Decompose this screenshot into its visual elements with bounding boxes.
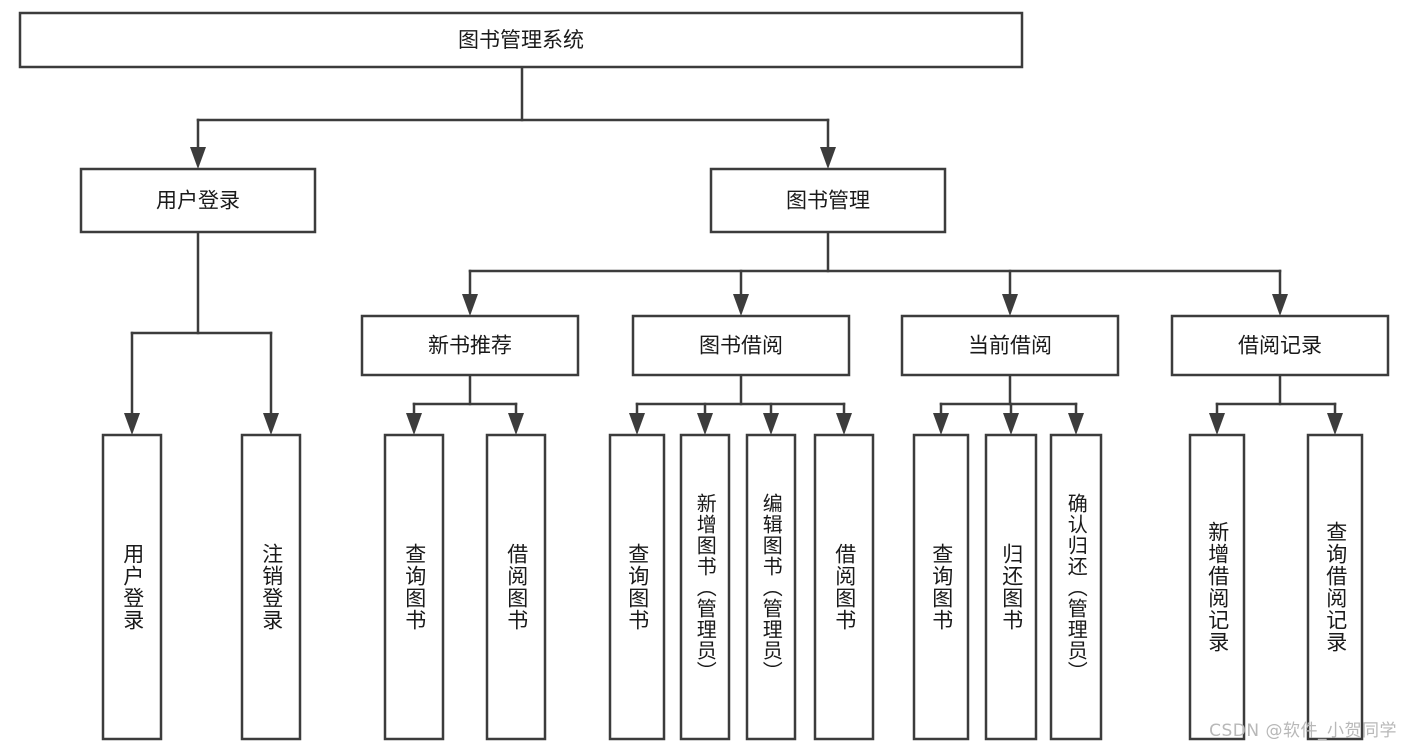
leaf-query-book-recommend-box — [383, 433, 445, 741]
leaf-query-book-recommend[interactable] — [383, 433, 445, 741]
leaf-user-login[interactable] — [101, 433, 163, 741]
leaf-edit-book-admin-box — [745, 433, 797, 741]
node-borrow-record-label: 借阅记录 — [1238, 334, 1322, 358]
leaf-query-borrow-record-box — [1306, 433, 1364, 741]
watermark-text: CSDN @软件_小贺同学 — [1209, 721, 1397, 741]
leaf-add-book-admin[interactable] — [679, 433, 731, 741]
edge-borrow-to-leaves — [629, 373, 852, 435]
node-book-management-box — [709, 167, 947, 234]
leaf-query-book-current-box — [912, 433, 970, 741]
node-user-login-label: 用户登录 — [156, 189, 240, 213]
leaf-return-book[interactable] — [984, 433, 1038, 741]
node-book-borrow-box — [631, 314, 851, 377]
node-book-management-label: 图书管理 — [786, 189, 870, 213]
node-new-book-recommend-box — [360, 314, 580, 377]
leaf-add-borrow-record-box — [1188, 433, 1246, 741]
node-current-borrow-label: 当前借阅 — [968, 334, 1052, 358]
node-current-borrow-box — [900, 314, 1120, 377]
node-root-system-label: 图书管理系统 — [458, 28, 584, 52]
edge-user-login-to-leaves — [124, 230, 279, 435]
edge-record-to-leaves — [1209, 373, 1343, 435]
node-book-borrow[interactable]: 图书借阅 — [631, 314, 851, 377]
leaf-query-book-borrow[interactable] — [608, 433, 666, 741]
leaf-logout[interactable] — [240, 433, 302, 741]
leaf-borrow-book-box — [813, 433, 875, 741]
node-borrow-record-box — [1170, 314, 1390, 377]
leaf-confirm-return-admin-box — [1049, 433, 1103, 741]
leaf-logout-box — [240, 433, 302, 741]
edge-current-to-leaves — [933, 373, 1084, 435]
edge-root-to-level2 — [190, 65, 836, 169]
leaf-add-borrow-record[interactable] — [1188, 433, 1246, 741]
edge-new-book-to-leaves — [406, 373, 524, 435]
edge-book-management-to-level3 — [462, 230, 1288, 316]
leaf-query-book-borrow-box — [608, 433, 666, 741]
node-user-login[interactable]: 用户登录 — [79, 167, 317, 234]
leaf-borrow-book-recommend-box — [485, 433, 547, 741]
leaf-borrow-book-recommend[interactable] — [485, 433, 547, 741]
node-new-book-recommend-label: 新书推荐 — [428, 334, 512, 358]
leaf-confirm-return-admin[interactable] — [1049, 433, 1103, 741]
node-new-book-recommend[interactable]: 新书推荐 — [360, 314, 580, 377]
leaf-add-book-admin-box — [679, 433, 731, 741]
connector-layer — [124, 65, 1343, 435]
leaf-query-borrow-record[interactable] — [1306, 433, 1364, 741]
node-book-borrow-label: 图书借阅 — [699, 334, 783, 358]
node-borrow-record[interactable]: 借阅记录 — [1170, 314, 1390, 377]
leaf-edit-book-admin[interactable] — [745, 433, 797, 741]
node-root-system-box — [18, 11, 1024, 69]
node-book-management[interactable]: 图书管理 — [709, 167, 947, 234]
leaf-return-book-box — [984, 433, 1038, 741]
node-user-login-box — [79, 167, 317, 234]
leaf-borrow-book[interactable] — [813, 433, 875, 741]
node-root-system[interactable]: 图书管理系统 — [18, 11, 1024, 69]
leaf-user-login-box — [101, 433, 163, 741]
leaf-query-book-current[interactable] — [912, 433, 970, 741]
node-current-borrow[interactable]: 当前借阅 — [900, 314, 1120, 377]
